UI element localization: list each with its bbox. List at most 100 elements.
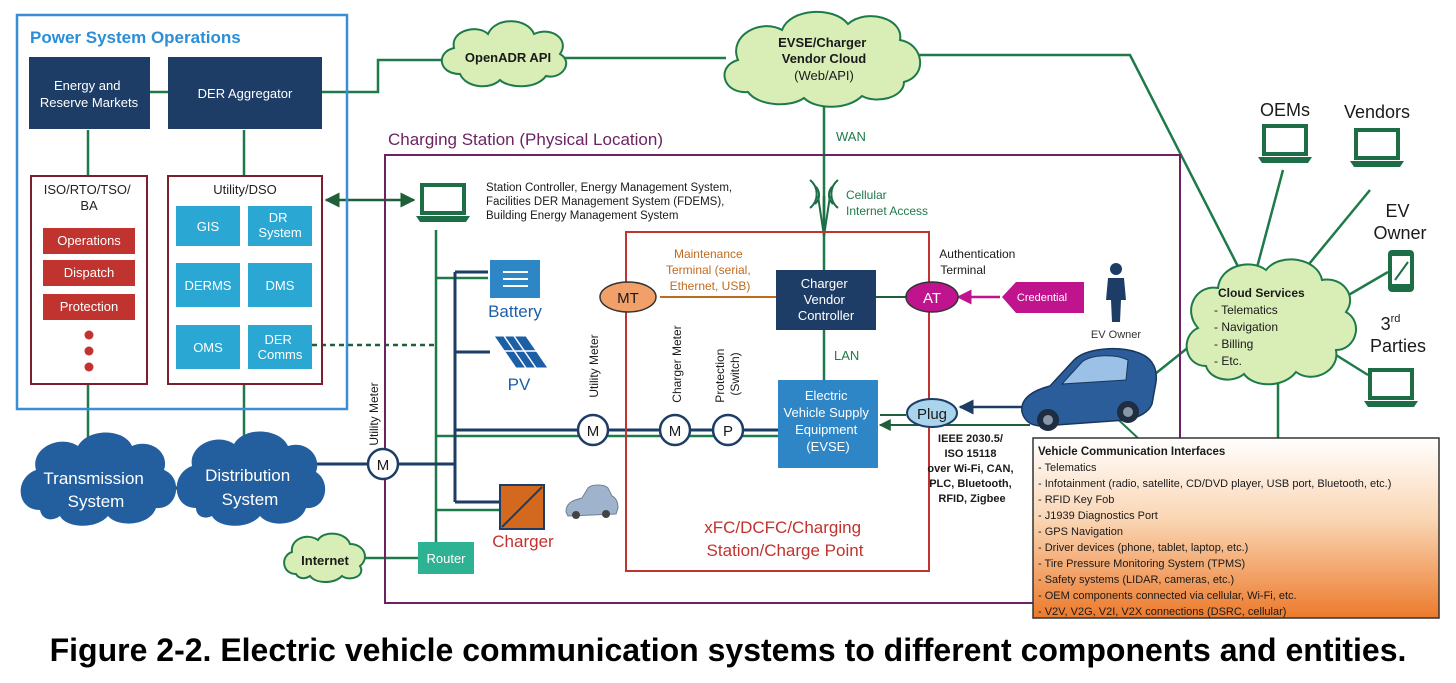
iso-dispatch-box	[43, 260, 135, 286]
cloud-icon	[20, 432, 177, 526]
svg-text:IEEE 2030.5/ ISO 15118: IEEE 2030.5/ ISO 15118 over Wi-Fi, CAN, …	[927, 433, 1016, 505]
protection-switch	[711, 413, 745, 447]
person-icon	[1106, 263, 1126, 322]
svg-text:Electric Vehicle Supply: Electric Vehicle Supply Equipment (EVSE)	[784, 388, 873, 454]
distribution-line-1: Distribution	[205, 466, 290, 485]
openadr-label: OpenADR API	[465, 50, 551, 65]
dms-label: DMS	[266, 278, 295, 293]
vci-item: - Driver devices (phone, tablet, laptop,…	[1038, 542, 1248, 554]
charger-meter-text: Charger Meter	[670, 325, 684, 402]
svg-text:Distribution System: Distribution System	[205, 466, 295, 509]
markets-line-2: Reserve Markets	[40, 95, 139, 110]
der-aggregator-label: DER Aggregator	[198, 86, 293, 101]
vci-item: - RFID Key Fob	[1038, 494, 1114, 506]
svg-text:- Telematics - Navigatio: - Telematics - Navigation - Billing - Et…	[1214, 303, 1281, 368]
cloud-services-item: - Etc.	[1214, 354, 1242, 368]
vci-item: - J1939 Diagnostics Port	[1038, 510, 1158, 522]
gis-label: GIS	[197, 219, 220, 234]
charger-meter	[658, 413, 692, 447]
charging-station: Charging Station (Physical Location) Sta…	[366, 129, 1181, 604]
evse-line-1: Electric	[805, 388, 848, 403]
xfc-line-1: xFC/DCFC/Charging	[704, 518, 861, 537]
derms-tile	[176, 263, 240, 307]
vci-panel: Vehicle Communication Interfaces - Telem…	[1032, 437, 1440, 619]
maintenance-line-3: Ethernet, USB)	[670, 279, 751, 293]
battery-icon	[490, 260, 540, 298]
ellipsis-dot	[84, 362, 94, 372]
utility-meter-main-label: M	[377, 457, 390, 474]
cellular-line-1: Cellular	[846, 188, 887, 202]
vendor-cloud: EVSE/Charger Vendor Cloud (Web/API)	[723, 11, 921, 108]
svg-text:3rd Parties: 3rd Parties	[1370, 306, 1426, 356]
charging-station-title: Charging Station (Physical Location)	[388, 130, 663, 149]
vci-box	[1032, 437, 1440, 619]
maintenance-line-1: Maintenance	[674, 247, 743, 261]
oems-label: OEMs	[1260, 100, 1310, 120]
dms-tile	[248, 263, 312, 307]
vci-title: Vehicle Communication Interfaces	[1038, 446, 1225, 458]
auth-terminal-line-2: Terminal	[940, 263, 985, 277]
ev-communication-diagram: Power System Operations Energy and Reser…	[15, 11, 1440, 619]
svg-text:DER Comms: DER Comms	[258, 332, 303, 362]
iso-protection-label: Protection	[60, 299, 119, 314]
cloud-icon	[1185, 258, 1357, 386]
cloud-icon	[441, 20, 567, 88]
ev-owner-small-label: EV Owner	[1091, 329, 1141, 341]
derms-label: DERMS	[185, 278, 232, 293]
evse-line-4: (EVSE)	[806, 439, 849, 454]
power-ops-title: Power System Operations	[30, 28, 241, 47]
transmission-line-1: Transmission	[43, 469, 143, 488]
svg-text:Energy and Reserve Marke: Energy and Reserve Markets	[40, 78, 139, 110]
oms-tile	[176, 325, 240, 369]
plug-connector	[906, 398, 958, 428]
vci-item: - Tire Pressure Monitoring System (TPMS)	[1038, 558, 1245, 570]
vci-item: - OEM components connected via cellular,…	[1038, 590, 1297, 602]
third-parties-laptop-icon	[1362, 368, 1420, 409]
vendors-label: Vendors	[1344, 102, 1410, 122]
cloud-icon	[723, 11, 921, 108]
cloud-services: Cloud Services - Telematics - Navigation…	[1185, 258, 1357, 386]
at-label: AT	[923, 290, 941, 307]
markets-box	[29, 57, 150, 129]
utility-meter-inner	[576, 413, 610, 447]
distribution-cloud: Distribution System	[176, 431, 326, 526]
dr-system-line-2: System	[258, 225, 301, 240]
utility-dso-box	[167, 175, 323, 385]
third-parties-line-2: Parties	[1370, 336, 1426, 356]
gis-tile	[176, 206, 240, 246]
svg-text:Authentication Terminal: Authentication Terminal	[939, 247, 1018, 277]
svg-text:Protection (Switch): Protection (Switch)	[713, 345, 742, 402]
credential-label: Credential	[1017, 292, 1067, 304]
plug-label: Plug	[917, 406, 947, 423]
svg-text:Transmission System: Transmission System	[43, 469, 148, 511]
ellipsis-dot	[84, 330, 94, 340]
charger-icon	[499, 484, 545, 530]
svg-text:ISO/RTO/TSO/ BA: ISO/RTO/TSO/ BA	[44, 182, 135, 213]
svg-text:Maintenance Terminal (se: Maintenance Terminal (serial, Ethernet, …	[666, 247, 754, 293]
vendor-cloud-line-1: EVSE/Charger	[778, 35, 866, 50]
standards-line: IEEE 2030.5/	[938, 433, 1003, 445]
wan-label: WAN	[836, 129, 866, 144]
vendorcloud-cloudservices-link	[918, 53, 1252, 291]
der-comms-tile	[248, 325, 312, 369]
auth-terminal-line-1: Authentication	[939, 247, 1015, 261]
at-terminal	[905, 281, 959, 313]
svg-text:Cellular Internet Access: Cellular Internet Access	[846, 188, 928, 218]
cloud-oems-link	[1253, 169, 1285, 276]
utility-meter-vertical-label: Utility Meter	[367, 382, 381, 445]
controller-text-line: Facilities DER Management System (FDEMS)…	[486, 196, 724, 208]
vendor-controller-box	[776, 270, 876, 330]
vendors-laptop-icon	[1348, 128, 1406, 169]
cloud-icon	[283, 532, 366, 583]
iso-operations-label: Operations	[57, 233, 121, 248]
iso-protection-box	[43, 294, 135, 320]
distribution-line-2: System	[222, 490, 279, 509]
vendor-controller-line-2: Vendor	[804, 292, 846, 307]
pv-label: PV	[508, 375, 531, 394]
svg-text:EVSE/Charger Vendor Clou: EVSE/Charger Vendor Cloud	[778, 35, 870, 66]
ev-car-icon	[1021, 347, 1158, 431]
der-aggregator-box	[168, 57, 322, 129]
internet-label: Internet	[301, 553, 349, 568]
ev-owner-line-2: Owner	[1373, 223, 1426, 243]
